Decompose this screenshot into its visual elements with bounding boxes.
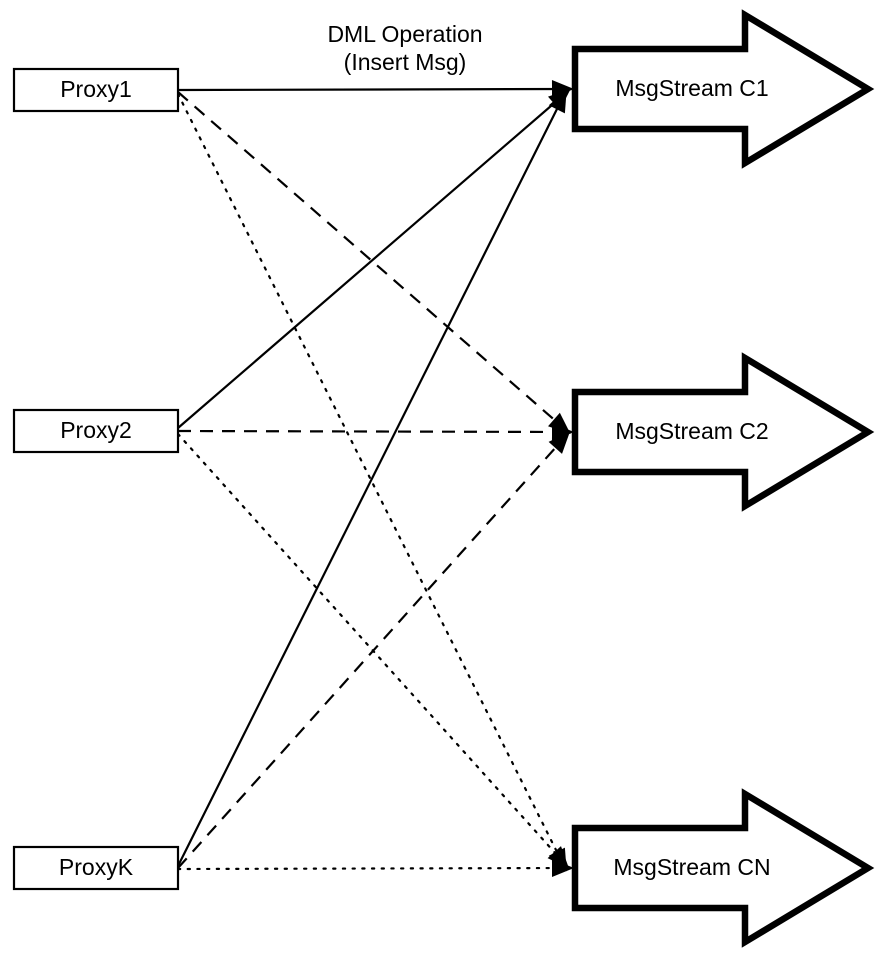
msgstream-label-c2: MsgStream C2 bbox=[615, 418, 768, 444]
msgstream-arrow-cn[interactable]: MsgStream CN bbox=[571, 788, 875, 948]
proxy-box bbox=[12, 408, 180, 454]
proxy-label-proxyK: ProxyK bbox=[59, 854, 134, 880]
arrowhead-proxy2-cn bbox=[547, 846, 570, 869]
proxy-box bbox=[12, 845, 180, 891]
proxy-box bbox=[12, 67, 180, 113]
edge-proxy1-c2 bbox=[177, 91, 567, 431]
targets-layer: MsgStream C1 MsgStream C2 MsgStream CN bbox=[571, 9, 875, 948]
edge-proxyK-cn bbox=[176, 866, 570, 871]
msgstream-arrow-c1[interactable]: MsgStream C1 bbox=[571, 9, 875, 169]
edge-caption-line2: (Insert Msg) bbox=[344, 49, 467, 75]
proxy-node-proxy2[interactable]: Proxy2 bbox=[12, 408, 180, 454]
msgstream-label-c1: MsgStream C1 bbox=[615, 75, 768, 101]
block-arrow-icon bbox=[571, 788, 875, 948]
proxy-label-proxy1: Proxy1 bbox=[60, 76, 132, 102]
arrowhead-proxyK-c1 bbox=[548, 89, 567, 114]
arrowheads-layer bbox=[547, 80, 574, 878]
edge-proxy1-c1 bbox=[177, 87, 569, 92]
msgstream-label-cn: MsgStream CN bbox=[613, 854, 770, 880]
edge-proxyK-c2 bbox=[177, 435, 567, 869]
proxy-node-proxyK[interactable]: ProxyK bbox=[12, 845, 180, 891]
edge-proxy1-cn bbox=[176, 92, 566, 868]
edge-proxy2-c2 bbox=[177, 429, 569, 434]
edge-proxy2-c1 bbox=[177, 92, 567, 429]
proxy-label-proxy2: Proxy2 bbox=[60, 417, 132, 443]
block-arrow-icon bbox=[571, 352, 875, 512]
edge-proxyK-c1 bbox=[177, 94, 565, 867]
arrowhead-proxyK-cn bbox=[551, 859, 574, 878]
edge-proxy2-cn bbox=[176, 432, 567, 866]
msgstream-arrow-c2[interactable]: MsgStream C2 bbox=[571, 352, 875, 512]
arrowhead-proxy2-c2 bbox=[551, 422, 574, 441]
block-arrow-icon bbox=[571, 9, 875, 169]
edges-layer bbox=[176, 87, 570, 871]
proxy-node-proxy1[interactable]: Proxy1 bbox=[12, 67, 180, 113]
arrowhead-proxyK-c2 bbox=[548, 431, 571, 454]
edge-caption-line1: DML Operation bbox=[327, 21, 482, 47]
